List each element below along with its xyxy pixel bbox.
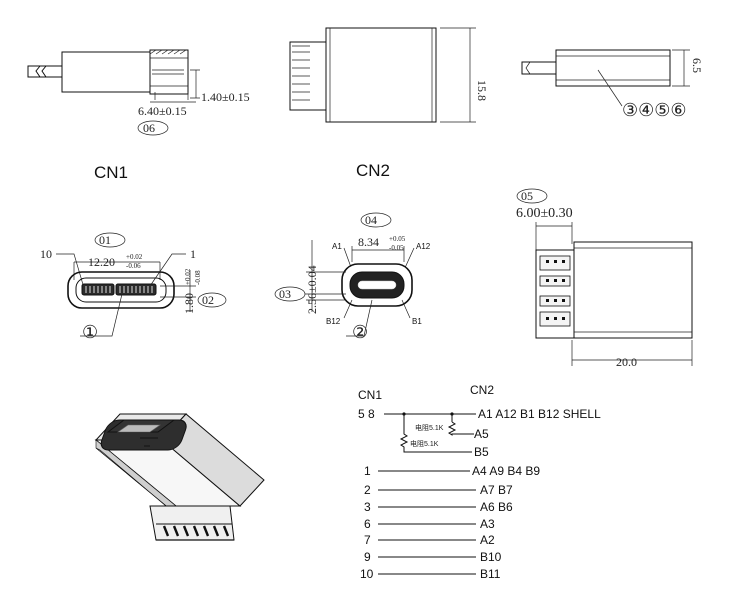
- wiring-row-0-left: 5 8: [358, 407, 375, 421]
- wiring-row-9-left: 10: [360, 567, 374, 581]
- wiring-row-7-left: 7: [364, 533, 371, 547]
- dim-6-5: 6.5: [690, 58, 704, 73]
- cn2-label-a1: A1: [332, 242, 342, 251]
- wiring-row-5-right: A6 B6: [480, 500, 513, 514]
- cn1-width-tol-plus: +0.02: [126, 253, 143, 261]
- cn2-width-dim: 8.34: [358, 235, 379, 249]
- cn1-height-tol-plus: +0.02: [184, 268, 192, 285]
- wiring-row-2-right: B5: [474, 445, 489, 459]
- wiring-row-3-right: A4 A9 B4 B9: [472, 464, 540, 478]
- callouts-3456: ③④⑤⑥: [622, 100, 687, 120]
- cn1-width-tol-minus: -0.06: [126, 262, 141, 270]
- cn2-label-b1: B1: [412, 317, 422, 326]
- cn2-width-tol-minus: -0.05: [389, 244, 404, 252]
- wiring-row-7-right: A2: [480, 533, 495, 547]
- top-middle-view: 15.8: [289, 27, 489, 123]
- cn2-callout-04: 04: [365, 213, 377, 227]
- cn2-label-b12: B12: [326, 317, 341, 326]
- wiring-header-cn2: CN2: [470, 383, 494, 397]
- wiring-row-3-left: 1: [364, 464, 371, 478]
- cn2-height-dim: 2.56±0.04: [305, 265, 319, 314]
- wiring-row-4-right: A7 B7: [480, 483, 513, 497]
- cn2-callout-03: 03: [279, 287, 291, 301]
- wiring-table: CN1 CN2 5 8 A1 A12 B1 B12 SHELL 电阻5.1K A…: [358, 383, 601, 581]
- wiring-row-6-right: A3: [480, 517, 495, 531]
- cn1-height-dim: 1.80: [182, 293, 196, 314]
- side-callout-05: 05: [521, 189, 533, 203]
- wiring-row-5-left: 3: [364, 500, 371, 514]
- wiring-resistor-label-b5: 电阻5.1K: [410, 439, 439, 448]
- top-left-view: 1.40±0.15 6.40±0.15 06: [27, 49, 250, 136]
- cn1-callout-01: 01: [99, 233, 111, 247]
- side-dim-top: 6.00±0.30: [516, 206, 573, 221]
- wiring-resistor-label-a5: 电阻5.1K: [415, 423, 444, 432]
- side-dim-bottom: 20.0: [616, 355, 637, 369]
- cn2-title: CN2: [356, 161, 390, 180]
- wiring-row-6-left: 6: [364, 517, 371, 531]
- cn1-title: CN1: [94, 163, 128, 182]
- cn2-label-a12: A12: [416, 242, 431, 251]
- cn1-callout-02: 02: [202, 293, 214, 307]
- cn1-callout-1: ①: [82, 322, 98, 342]
- wiring-row-8-left: 9: [364, 550, 371, 564]
- cn2-callout-2: ②: [352, 322, 368, 342]
- side-section-view: 05 6.00±0.30 20.0: [516, 188, 693, 369]
- wiring-header-cn1: CN1: [358, 388, 382, 402]
- cn1-width-dim: 12.20: [88, 255, 115, 269]
- cn1-pin-1: 1: [190, 247, 196, 261]
- cn1-pin-10: 10: [40, 247, 52, 261]
- wiring-row-0-right: A1 A12 B1 B12 SHELL: [478, 407, 601, 421]
- cn1-front-view: 01 12.20 +0.02 -0.06 10 1 1.80 +0.02 -0.…: [40, 232, 227, 342]
- callout-06: 06: [143, 121, 155, 135]
- wiring-row-9-right: B11: [480, 567, 501, 581]
- cn2-front-view: 04 A1 A12 8.34 +0.05 -0.05 2.56±0.04 03 …: [274, 212, 431, 342]
- wiring-row-8-right: B10: [480, 550, 502, 564]
- wiring-row-1-right: A5: [474, 427, 489, 441]
- dim-1-40: 1.40±0.15: [201, 90, 250, 104]
- dim-6-40: 6.40±0.15: [138, 104, 187, 118]
- wiring-row-4-left: 2: [364, 483, 371, 497]
- top-right-view: 6.5 ③④⑤⑥: [521, 49, 704, 120]
- isometric-adapter: [94, 413, 265, 541]
- cn1-height-tol-minus: -0.08: [194, 270, 202, 285]
- dim-15-8: 15.8: [475, 80, 489, 101]
- cn2-width-tol-plus: +0.05: [389, 235, 406, 243]
